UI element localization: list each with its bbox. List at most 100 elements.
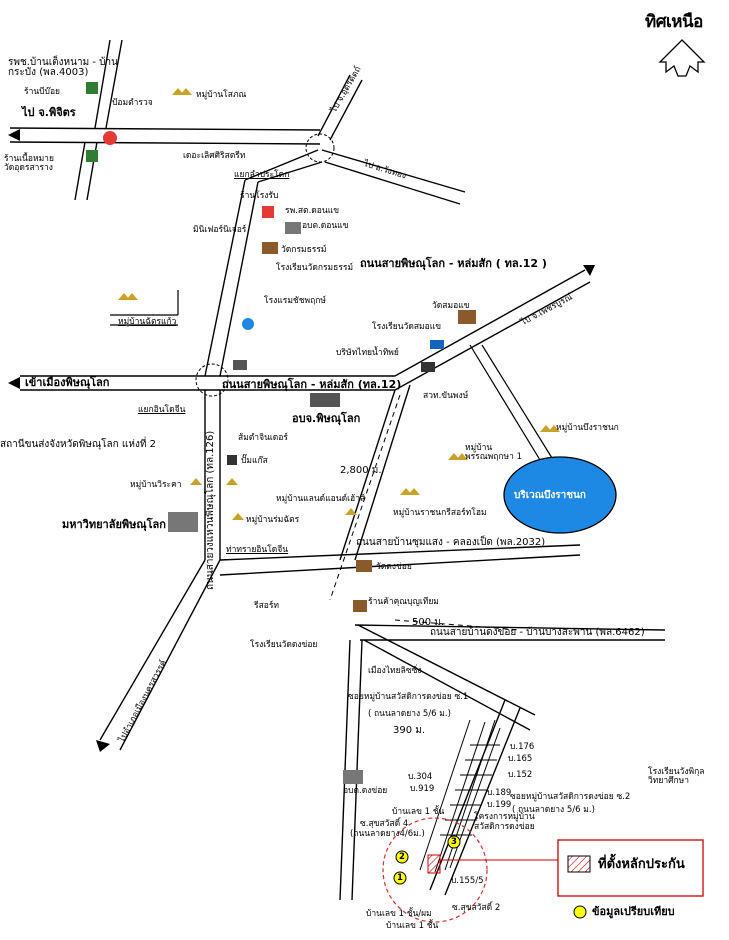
place-intersection-indochine: แยกอินโดจีน [138,405,186,415]
roundabout-center [195,363,229,397]
road-bueng [469,344,553,461]
parcel-176: บ.176 [510,742,535,752]
place-viharaka-village: หมู่บ้านวิระคา [130,480,182,490]
place-samut-center: ส้มตำจินเดอร์ [238,433,288,443]
soi-sawat2-label: ซ.สุขสวัสดิ์ 2 [452,903,501,913]
place-hosp-nonmue: รพ.สต.ดอนแข [285,206,340,216]
road-label-to-city: เข้าเมืองพิษณุโลก [25,376,110,389]
place-school-dongkhoi: โรงเรียนวัดดงข่อย [250,640,318,650]
legend-compare-dot [573,905,587,919]
pump-icon [227,455,237,465]
road-to-subject [357,624,536,896]
road-uttaradit [317,74,363,141]
place-wat-krommatham: วัดกรมธรรม์ [281,245,327,255]
compare-markers [393,835,461,885]
place-phromphruksa: หมู่บ้าน พรรณพฤกษา 1 [465,443,523,463]
place-lake: บริเวณบึงราชนก [514,490,586,501]
wat-dongkhoi-icon [356,560,372,572]
legend-compare-label: ข้อมูลเปรียบเทียบ [592,905,675,918]
place-hotel: โรงแรมชัชพฤกษ์ [264,296,326,306]
place-village-sawat: โครงการหมู่บ้าน สวัสดิการดงข่อย [474,812,535,833]
place-post-office: สถานีขนส่งจังหวัดพิษณุโลก แห่งที่ 2 [0,439,156,450]
road-label-126: ถนนสายวงแหวนพิษณุโลก (ทล.126) [205,430,216,590]
parcel-304: บ.304 [408,772,433,782]
parcel-house1: บ้านเลข 1 ชั้น [392,807,445,817]
parcel-house3: บ้านเลข 1 ชั้น [386,921,439,931]
road-main-center [20,375,395,391]
wat-icon [262,242,278,254]
parcel-919: บ.919 [410,784,435,794]
place-obj-phitsanulok: อบจ.พิษณุโลก [292,412,361,425]
poi-icons [86,82,444,465]
subject-parcel [427,854,441,874]
ptt-icon [242,318,254,330]
obt-dongkhoi-building-icon [343,770,363,784]
road-label-main-center: ถนนสายพิษณุโลก - หล่มสัก (ทล.12) [222,378,402,391]
distance-390: 390 ม. [393,725,426,736]
building-icons [168,222,476,784]
seven-eleven-icon [86,82,98,94]
place-indochine-market: ท่าทรายอินโดจีน [226,545,289,555]
parcel-165: บ.165 [508,754,533,764]
place-ban-mai: ร้านบีบ๊อย [24,87,61,97]
legend-site-label: ที่ตั้งหลักประกัน [598,857,685,872]
distance-2800: 2,800 ม. [340,465,382,476]
road-label-main-top: ถนนสายพิษณุโลก - หล่มสัก ( ทล.12 ) [360,257,547,270]
soi-welfare2-label: ซอยหมู่บ้านสวัสดิการดงข่อย ซ.2 [510,792,631,802]
place-wat-dongkhoi: วัดดงข่อย [376,562,412,572]
soi-welfare-note: ( ถนนลาดยาง 5/6 ม.) [368,709,451,719]
mazda-icon [233,360,247,370]
lake-bueng-ratchanok [503,456,617,534]
obj-building-icon [310,393,340,407]
dashed-route [329,394,521,631]
shell-icon [103,131,117,145]
place-intersection-prachot: แยกลำประโดก [234,170,290,180]
road-southeast [339,384,411,561]
road-126 [99,390,221,751]
place-obt-thatong: อบต.ดงข่อย [343,786,388,796]
road-2032 [219,544,581,576]
road-label-2032: ถนนสายบ้านซุมแสง - คลองเป็ด (พล.2032) [356,537,546,548]
parcel-house2: บ้านเลข 1 ชั้น/ผม [366,909,432,919]
place-police: ป้อมตำรวจ [112,98,153,108]
road-north-branch [204,149,323,377]
distance-500: 500 ม. [412,617,445,628]
place-university: มหาวิทยาลัยพิษณุโลก [62,518,166,531]
place-pump: ปั๊มแก๊ส [241,456,268,466]
cross-icon [262,206,274,218]
obt-donkhae-building-icon [285,222,301,234]
place-thoetsiri: เดอะเลิศศิริสตรีท [183,151,246,161]
place-land-village: หมู่บ้านแลนด์แอนด์เฮ้าส์ [276,494,366,504]
roundabout-north [305,133,335,163]
north-arrow-icon [658,39,706,77]
parcel-189: บ.189 [487,788,512,798]
road-label-6462: ถนนสายบ้านดงข่อย - บ้านบางสะพาน (พล.6462… [430,627,645,638]
road-chakaew [110,290,179,326]
parcel-199: บ.199 [487,800,512,810]
water-company-icon [421,362,435,372]
soi-sawat4-note: (ถนนลาดยาง4/6ม.) [350,829,425,839]
soi-welfare-label: ซอยหมู่บ้านสวัสดิการดงข่อย ซ.1 [348,692,469,702]
place-school-sommae: โรงเรียนวัดสมอแข [372,322,442,332]
subject-circle [382,817,488,923]
place-chakaew-village: หมู่บ้านฉัตรแก้ว [118,317,177,327]
place-mini-mart: มินิเฟอร์นิเจอร์ [193,225,247,235]
direction-arrows [8,129,595,752]
village-house-icons [118,88,560,520]
soi-sawat4-label: ซ.สุขสวัสดิ์ 4 [360,819,409,829]
place-school-krommatham: โรงเรียนวัดกรมธรรม์ [276,263,354,273]
parcel-155: บ.155/5 [451,876,484,886]
marker-3: 3 [451,837,457,847]
place-stats-office: สวท.ขันพงษ์ [423,391,469,401]
place-city-tower: เมืองไทยลิซซิ่ง [368,666,422,676]
road-wangthong [321,149,466,205]
shop-icon [353,600,367,612]
place-bueng-village: หมู่บ้านบึงราชนก [556,423,619,433]
wat-sommae-icon [458,310,476,324]
place-wat-sommae: วัดสมอแข [432,301,470,311]
north-label: ทิศเหนือ [645,12,703,32]
parcel-152: บ.152 [508,770,533,780]
place-obt-donkhae: อบต.ดอนแข [302,221,349,231]
place-food-shop: ร้านเนื้อหมาย วัดอุดรสาราง [4,154,54,174]
soi-welfare2-note: ( ถนนลาดยาง 5/6 ม.) [512,805,595,815]
